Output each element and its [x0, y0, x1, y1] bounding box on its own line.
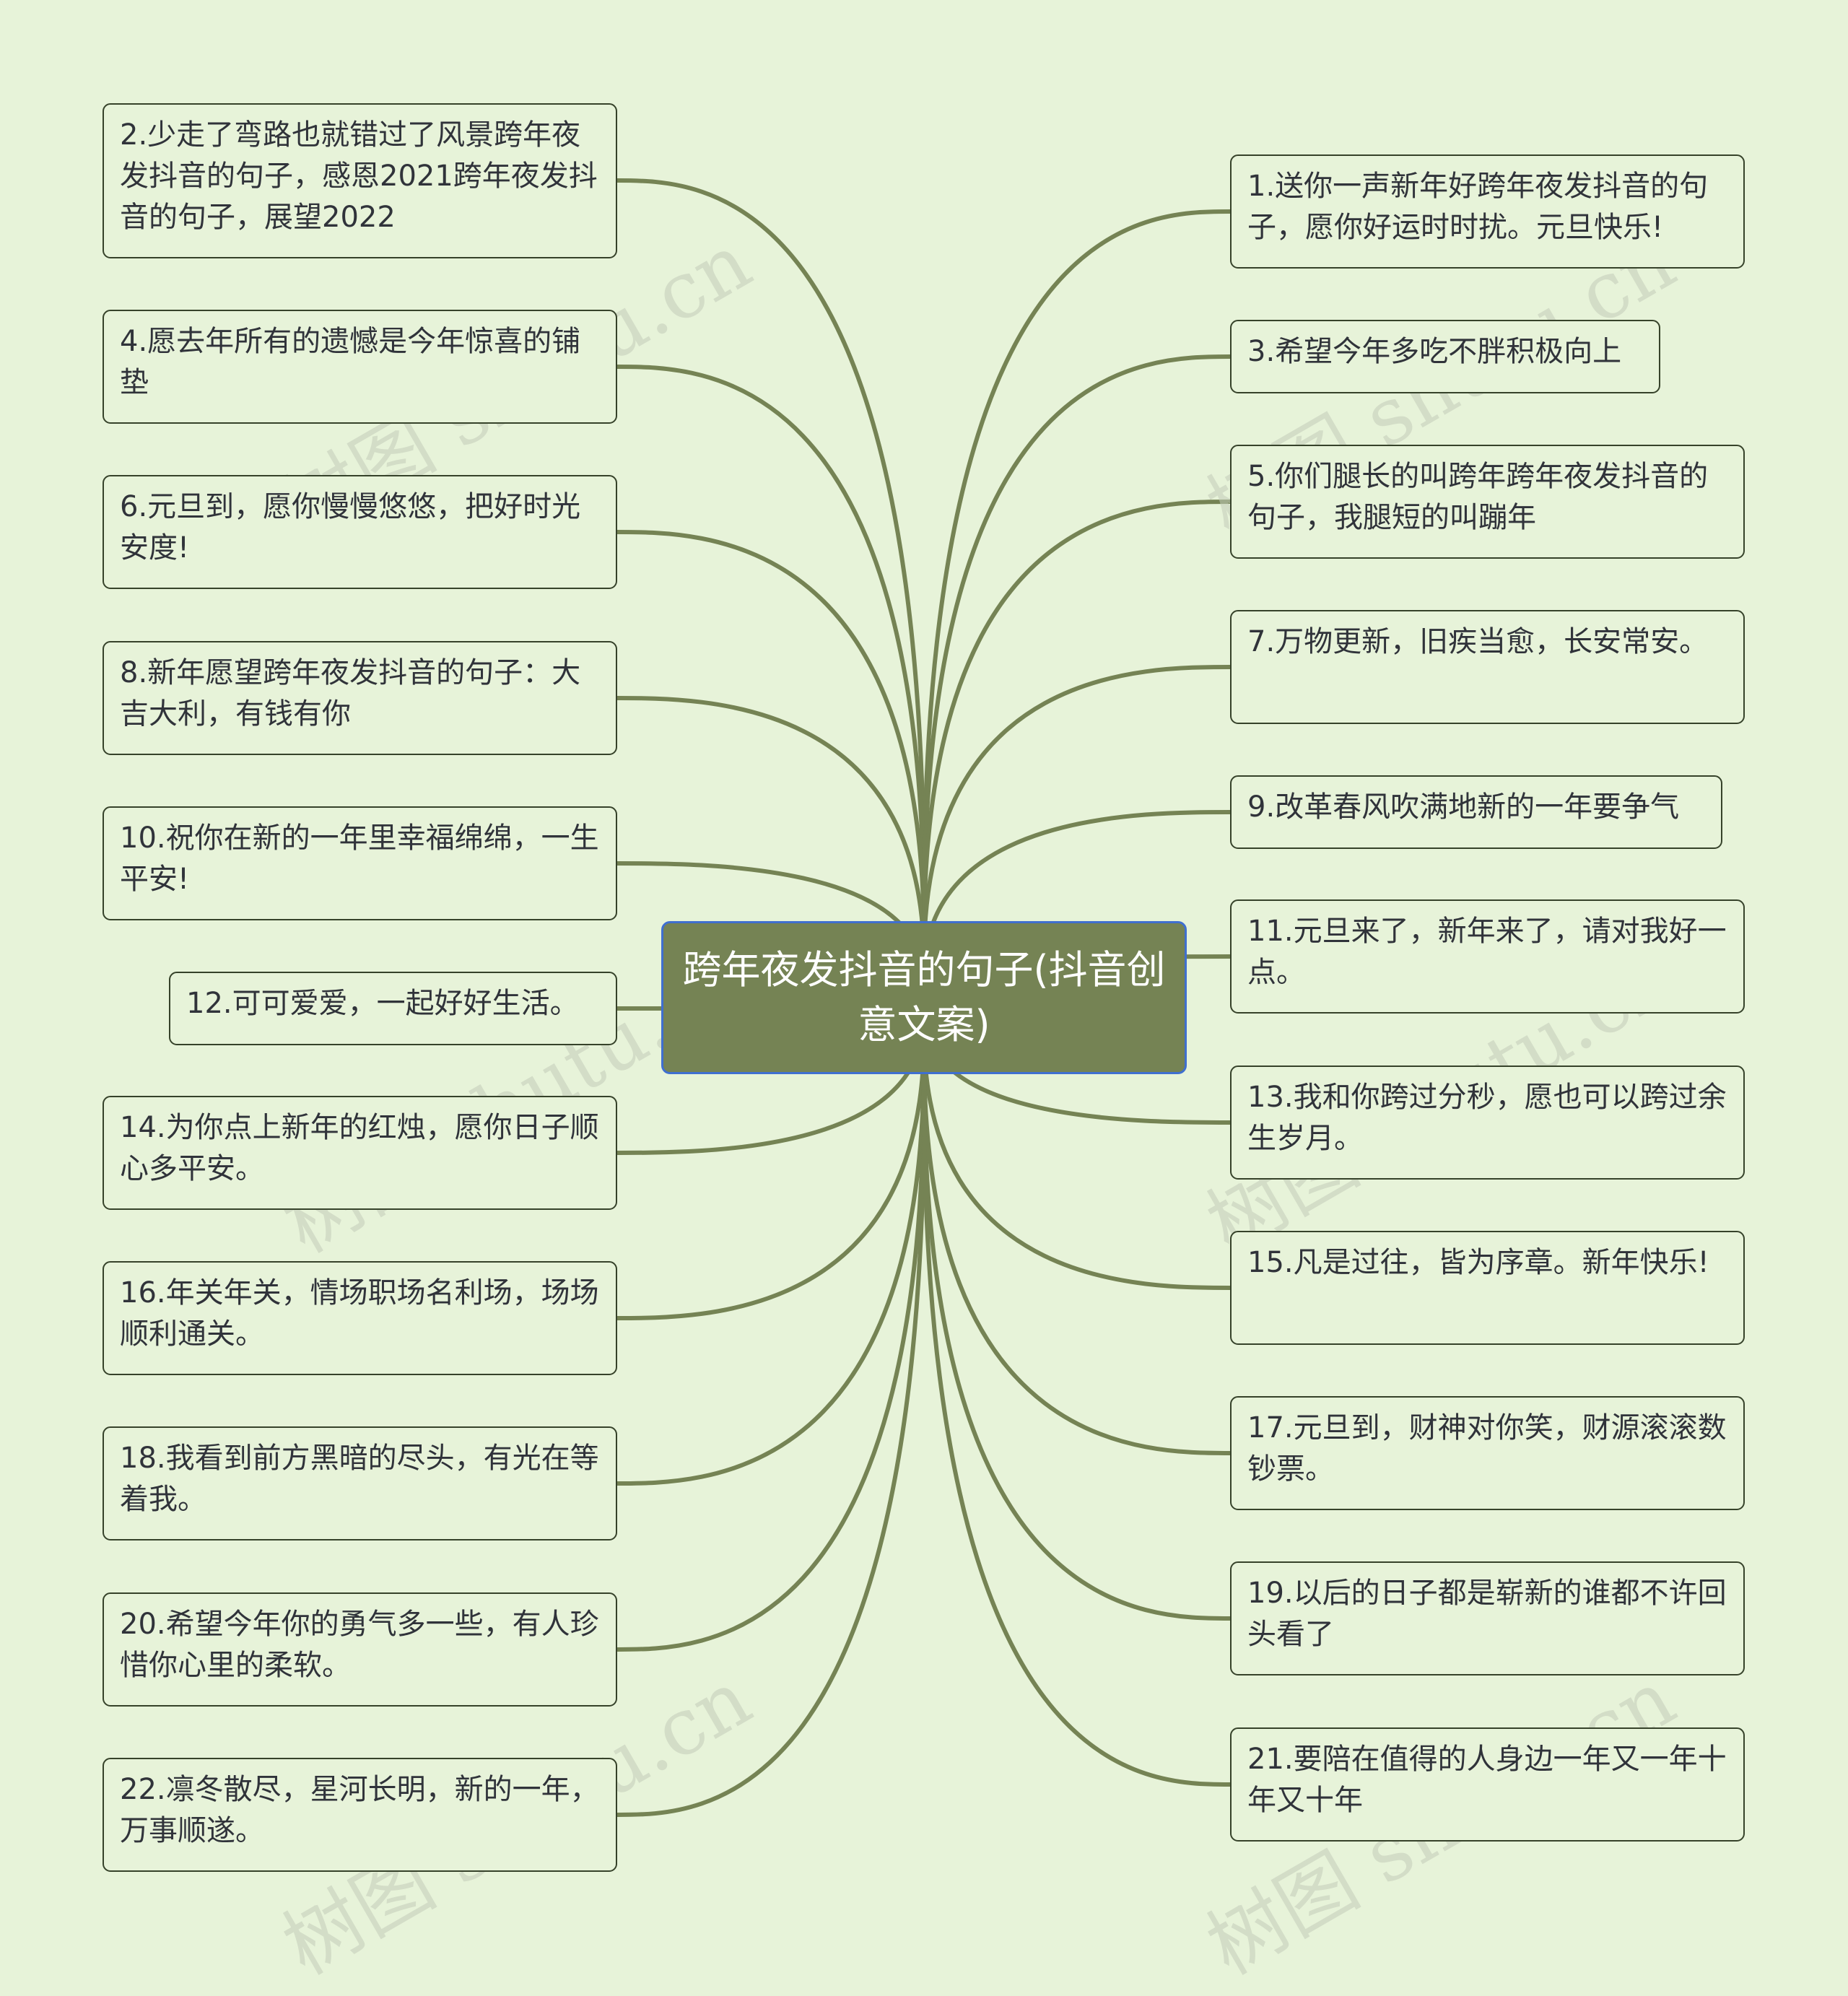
- topic-node-15[interactable]: 15.凡是过往，皆为序章。新年快乐!: [1230, 1231, 1745, 1345]
- connector-line: [616, 1076, 926, 1652]
- connector-line: [616, 365, 926, 923]
- topic-node-12[interactable]: 12.可可爱爱，一起好好生活。: [169, 972, 617, 1045]
- connector-line: [922, 810, 1231, 976]
- topic-node-3[interactable]: 3.希望今年多吃不胖积极向上: [1230, 320, 1660, 393]
- topic-node-1[interactable]: 1.送你一声新年好跨年夜发抖音的句子，愿你好运时时扰。元旦快乐!: [1230, 154, 1745, 269]
- topic-node-18[interactable]: 18.我看到前方黑暗的尽头，有光在等着我。: [103, 1426, 617, 1540]
- topic-node-4[interactable]: 4.愿去年所有的遗憾是今年惊喜的铺垫: [103, 310, 617, 424]
- connector-line: [616, 696, 926, 962]
- connector-line: [922, 1052, 1231, 1455]
- connector-line: [616, 1036, 926, 1320]
- root-topic-label: 跨年夜发抖音的句子(抖音创意文案): [682, 947, 1166, 1047]
- topic-node-5[interactable]: 5.你们腿长的叫跨年跨年夜发抖音的句子，我腿短的叫蹦年: [1230, 445, 1745, 559]
- topic-node-22[interactable]: 22.凛冬散尽，星河长明，新的一年，万事顺遂。: [103, 1758, 617, 1872]
- topic-node-2[interactable]: 2.少走了弯路也就错过了风景跨年夜发抖音的句子，感恩2021跨年夜发抖音的句子，…: [103, 103, 617, 258]
- topic-node-7[interactable]: 7.万物更新，旧疾当愈，长安常安。: [1230, 610, 1745, 724]
- root-topic[interactable]: 跨年夜发抖音的句子(抖音创意文案): [661, 921, 1187, 1074]
- connector-line: [616, 1055, 926, 1486]
- topic-node-21[interactable]: 21.要陪在值得的人身边一年又一年十年又十年: [1230, 1727, 1745, 1842]
- topic-node-9[interactable]: 9.改革春风吹满地新的一年要争气: [1230, 775, 1722, 849]
- connector-line: [922, 354, 1231, 921]
- topic-node-8[interactable]: 8.新年愿望跨年夜发抖音的句子：大吉大利，有钱有你: [103, 641, 617, 755]
- connector-line: [922, 1032, 1231, 1290]
- topic-node-20[interactable]: 20.希望今年你的勇气多一些，有人珍惜你心里的柔软。: [103, 1592, 617, 1707]
- topic-node-6[interactable]: 6.元旦到，愿你慢慢悠悠，把好时光安度!: [103, 475, 617, 589]
- topic-node-14[interactable]: 14.为你点上新年的红烛，愿你日子顺心多平安。: [103, 1096, 617, 1210]
- connector-line: [616, 530, 926, 942]
- connector-line: [922, 209, 1231, 904]
- topic-node-16[interactable]: 16.年关年关，情场职场名利场，场场顺利通关。: [103, 1261, 617, 1375]
- connector-line: [922, 1091, 1231, 1787]
- connector-line: [922, 665, 1231, 959]
- connector-line: [922, 500, 1231, 938]
- connector-line: [616, 178, 926, 900]
- topic-node-10[interactable]: 10.祝你在新的一年里幸福绵绵，一生平安!: [103, 806, 617, 920]
- topic-node-17[interactable]: 17.元旦到，财神对你笑，财源滚滚数钞票。: [1230, 1396, 1745, 1510]
- connector-line: [922, 1072, 1231, 1621]
- topic-node-19[interactable]: 19.以后的日子都是崭新的谁都不许回头看了: [1230, 1561, 1745, 1675]
- connector-line: [616, 1095, 926, 1817]
- topic-node-11[interactable]: 11.元旦来了，新年来了，请对我好一点。: [1230, 899, 1745, 1014]
- topic-node-13[interactable]: 13.我和你跨过分秒，愿也可以跨过余生岁月。: [1230, 1065, 1745, 1180]
